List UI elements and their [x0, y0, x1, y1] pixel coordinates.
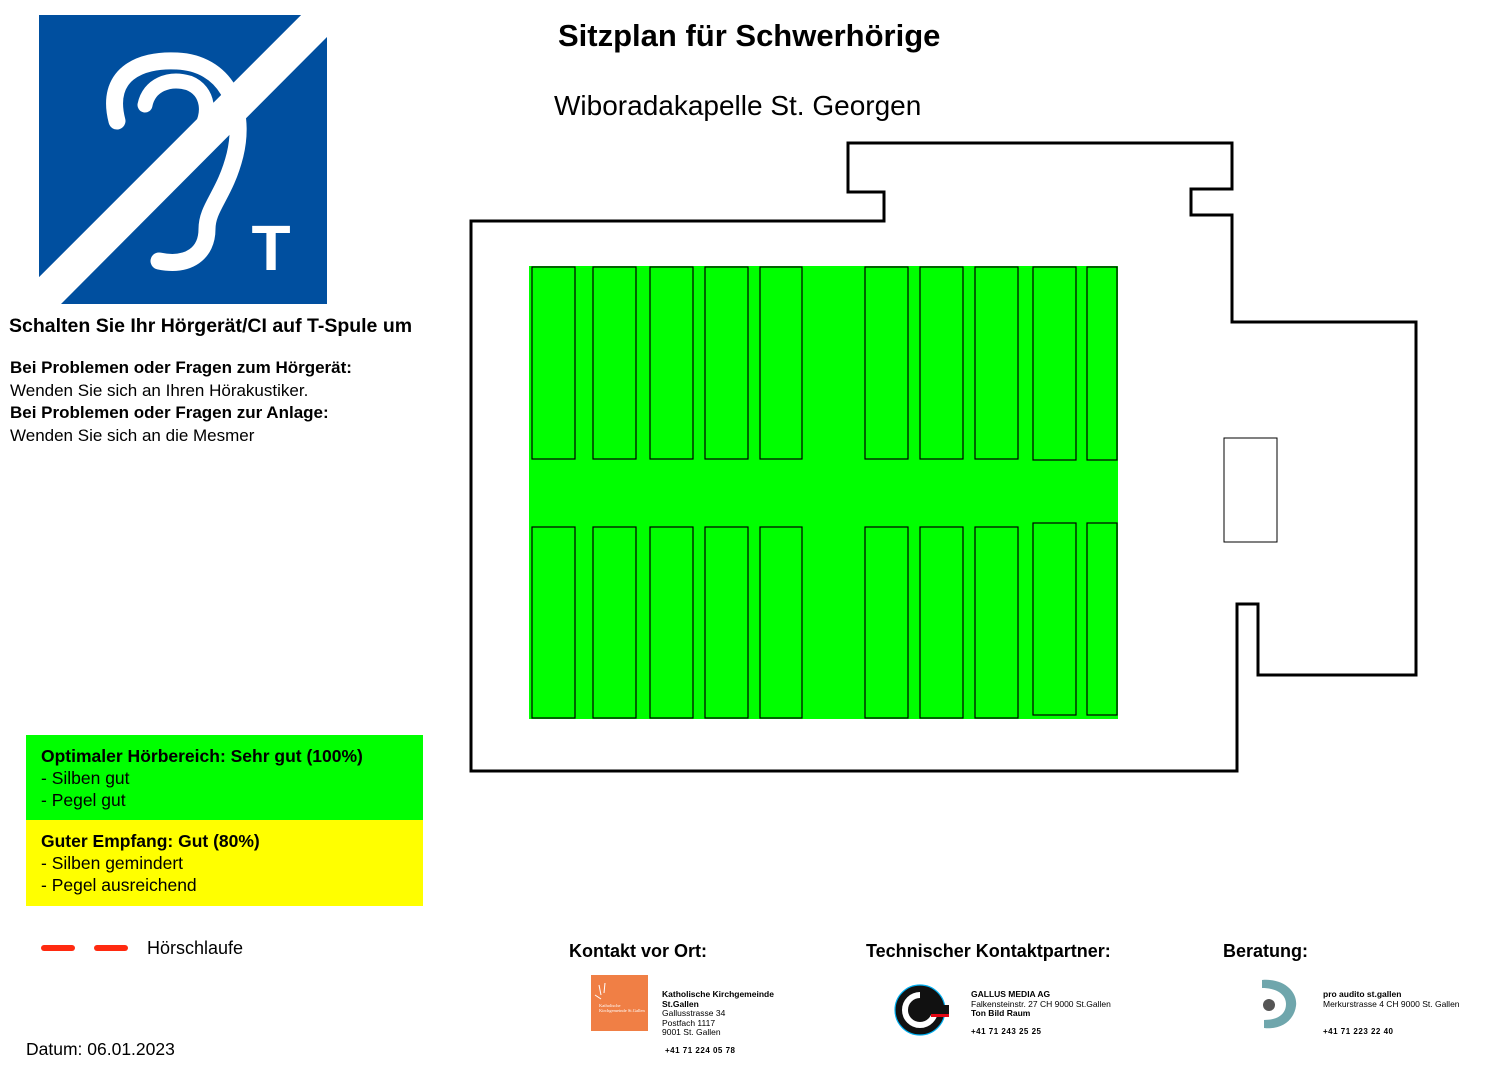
legend-optimal-title: Optimaler Hörbereich: Sehr gut (100%) [41, 746, 363, 766]
t-coil-instruction: Schalten Sie Ihr Hörgerät/CI auf T-Spule… [9, 315, 413, 337]
contact-technical-slogan: Ton Bild Raum [971, 1008, 1031, 1018]
hearing-loop-legend-dash [41, 945, 75, 951]
contact-onsite-address1: Gallusstrasse 34 [662, 1008, 726, 1018]
pew [974, 526, 1019, 719]
pew [759, 526, 803, 719]
chapel-outline [469, 141, 1418, 773]
legend-good-line1: - Silben gemindert [41, 853, 184, 873]
coverage-area [529, 266, 1118, 719]
pew [1086, 522, 1118, 716]
contact-technical-address: Falkensteinstr. 27 CH 9000 St.Gallen [971, 998, 1111, 1009]
contact-onsite-address3: 9001 St. Gallen [662, 1027, 721, 1037]
hearing-loop-label: Hörschlaufe [147, 938, 244, 958]
system-help-heading: Bei Problemen oder Fragen zur Anlage: [10, 403, 329, 422]
hearing-loop-t-icon: T [39, 15, 327, 304]
kirchgemeinde-logo-text: Katholische Kirchgemeinde St.Gallen [599, 1003, 645, 1013]
contact-advice-details: pro audito st.gallen Merkurstrasse 4 CH … [1323, 989, 1460, 1009]
contact-technical-details: GALLUS MEDIA AG Falkensteinstr. 27 CH 90… [971, 989, 1111, 1019]
contact-advice-phone: +41 71 223 22 40 [1323, 1027, 1394, 1036]
contact-onsite-heading: Kontakt vor Ort: [569, 941, 708, 961]
pew [759, 266, 803, 460]
pew [649, 526, 694, 719]
pew [1032, 522, 1077, 716]
pew [919, 526, 964, 719]
pew [592, 266, 637, 460]
pew [531, 526, 576, 719]
gallus-media-logo [893, 983, 951, 1037]
hearing-loop-legend-dash [94, 945, 128, 951]
contact-onsite-name: Katholische Kirchgemeinde St.Gallen [662, 989, 774, 1009]
help-info: Bei Problemen oder Fragen zum Hörgerät: … [10, 357, 352, 447]
pew [1032, 266, 1077, 461]
contact-technical-name: GALLUS MEDIA AG [971, 989, 1051, 999]
pew [864, 266, 909, 460]
t-coil-letter: T [251, 212, 290, 284]
system-help-text: Wenden Sie sich an die Mesmer [10, 425, 255, 445]
pew [864, 526, 909, 719]
pew [704, 526, 749, 719]
pews [531, 266, 1118, 719]
page-title: Sitzplan für Schwerhörige [558, 18, 941, 53]
legend-optimal-line2: - Pegel gut [41, 790, 126, 810]
legend-good-title: Guter Empfang: Gut (80%) [41, 831, 260, 851]
legend-optimal-line1: - Silben gut [41, 768, 130, 788]
contact-onsite-phone: +41 71 224 05 78 [665, 1046, 736, 1055]
hearing-aid-help-heading: Bei Problemen oder Fragen zum Hörgerät: [10, 358, 352, 377]
contact-advice-address: Merkurstrasse 4 CH 9000 St. Gallen [1323, 998, 1460, 1009]
pew [704, 266, 749, 460]
date-label: Datum: 06.01.2023 [26, 1039, 175, 1059]
pro-audito-logo [1256, 976, 1300, 1032]
legend-optimal: Optimaler Hörbereich: Sehr gut (100%) - … [26, 735, 423, 820]
altar [1223, 437, 1278, 543]
katholische-kirchgemeinde-logo: Katholische Kirchgemeinde St.Gallen [591, 975, 648, 1031]
pew [592, 526, 637, 719]
legend-good-line2: - Pegel ausreichend [41, 875, 197, 895]
legend-good: Guter Empfang: Gut (80%) - Silben gemind… [26, 820, 423, 906]
contact-advice-name: pro audito st.gallen [1323, 989, 1402, 999]
pew [649, 266, 694, 460]
pew [531, 266, 576, 460]
contact-advice-heading: Beratung: [1223, 941, 1308, 961]
contact-onsite-details: Katholische Kirchgemeinde St.Gallen Gall… [662, 989, 792, 1038]
hearing-aid-help-text: Wenden Sie sich an Ihren Hörakustiker. [10, 380, 309, 400]
contact-technical-phone: +41 71 243 25 25 [971, 1027, 1042, 1036]
pew [919, 266, 964, 460]
pew [1086, 266, 1118, 461]
pew [974, 266, 1019, 460]
venue-name: Wiboradakapelle St. Georgen [554, 90, 922, 121]
contact-technical-heading: Technischer Kontaktpartner: [866, 941, 1111, 961]
contact-onsite-address2: Postfach 1117 [662, 1017, 716, 1028]
